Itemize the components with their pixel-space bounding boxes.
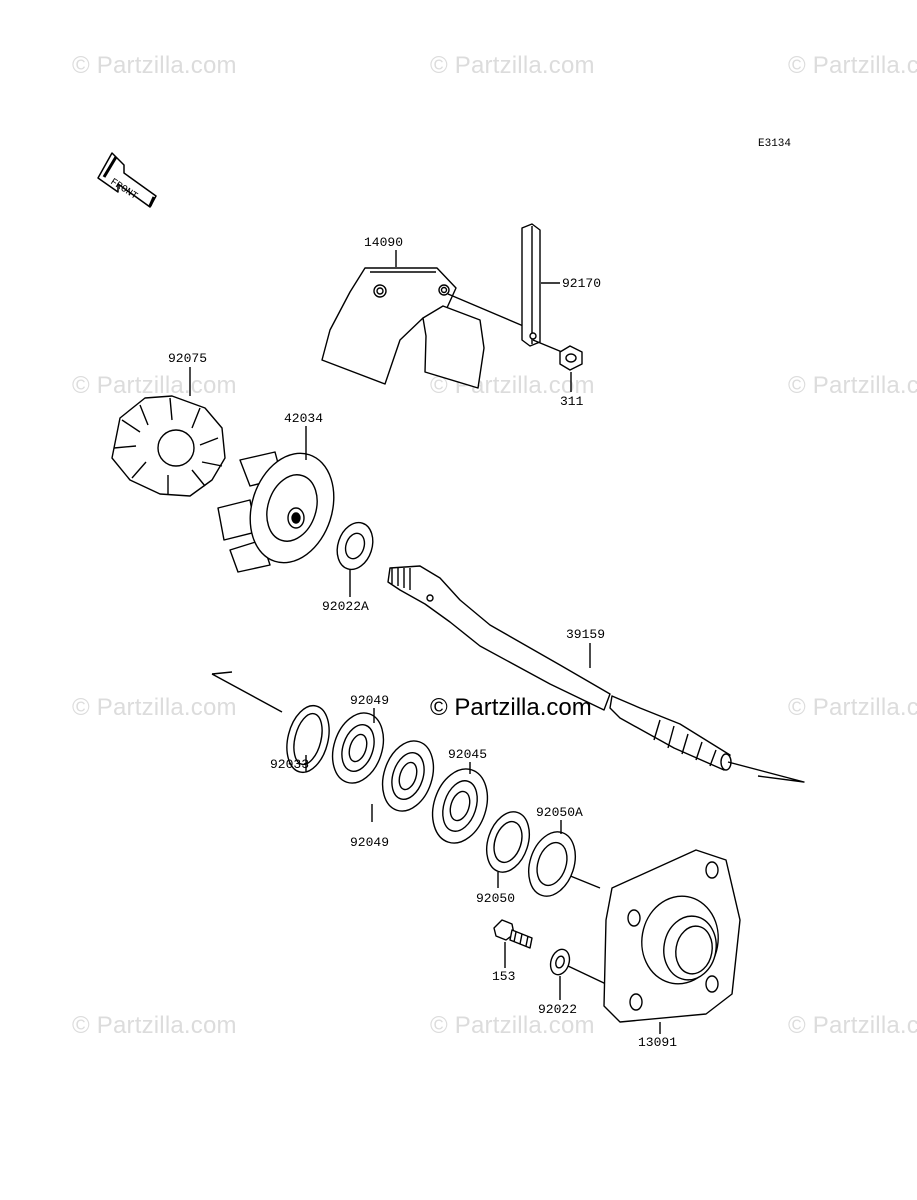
label-92045: 92045 [448,747,488,762]
label-153: 153 [492,969,516,984]
label-311: 311 [560,394,584,409]
label-14090: 14090 [364,235,404,250]
label-92049-bottom: 92049 [350,835,390,850]
bearing-part-92049-a [331,712,385,784]
impeller-part-42034 [217,451,335,573]
watermark: © Partzilla.com [788,372,917,399]
watermark: © Partzilla.com [72,52,237,79]
cover-part-14090 [321,267,485,389]
label-92170: 92170 [562,276,602,291]
watermark: © Partzilla.com [72,694,237,721]
nut-part-311 [559,345,583,371]
label-92075: 92075 [168,351,208,366]
circlip-part-92033 [286,704,330,774]
label-92022: 92022 [538,1002,578,1017]
shim-part-92170 [521,223,541,347]
front-arrow-icon: FRONT [97,152,157,208]
label-42034: 42034 [284,411,324,426]
seal-part-92050 [486,811,530,873]
watermark: © Partzilla.com [430,1012,595,1039]
label-92050: 92050 [476,891,516,906]
washer-part-92022 [549,948,571,976]
watermark: © Partzilla.com [72,372,237,399]
watermark: © Partzilla.com [72,1012,237,1039]
shaft-part-39159 [387,565,732,771]
bearing-part-92045 [431,768,489,844]
housing-part-13091 [603,849,741,1023]
label-92049-top: 92049 [350,693,390,708]
watermark: © Partzilla.com [788,1012,917,1039]
watermark: © Partzilla.com [430,52,595,79]
damper-part-92075 [111,395,226,497]
label-92033: 92033 [270,757,310,772]
label-13091: 13091 [638,1035,678,1050]
diagram-id: E3134 [758,138,792,150]
watermark: © Partzilla.com [788,694,917,721]
bearing-part-92049-b [381,740,435,812]
label-92050A: 92050A [536,805,583,820]
watermark: © Partzilla.com [788,52,917,79]
bolt-part-153 [493,919,533,949]
label-39159: 39159 [566,627,606,642]
label-92022A: 92022A [322,599,369,614]
seal-part-92050A [528,831,576,897]
washer-part-92022A [336,521,374,571]
watermark-center: © Partzilla.com [430,694,592,721]
